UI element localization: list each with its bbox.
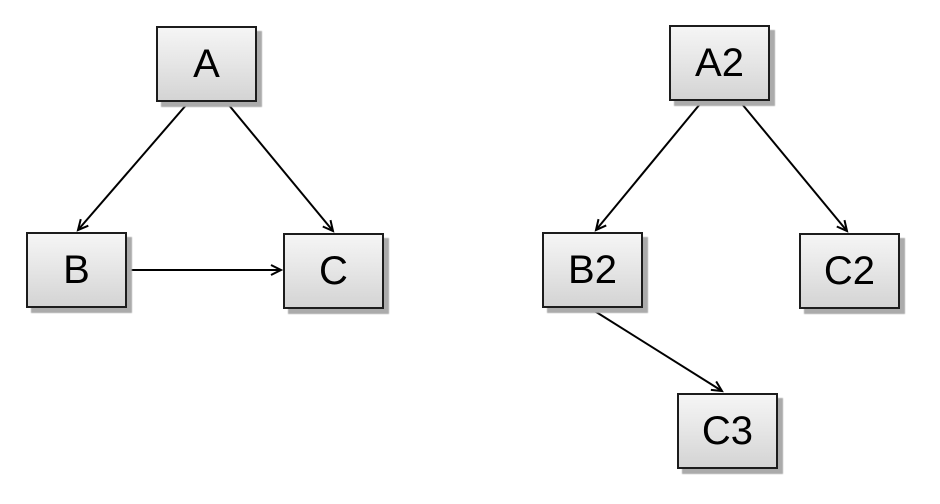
edge-A2-C2 [741, 103, 849, 233]
edge-A-C [227, 103, 335, 233]
node-A2[interactable]: A2 [669, 25, 770, 101]
edge-B2-C3 [592, 309, 724, 393]
node-C3-label: C3 [701, 409, 754, 453]
node-C-label: C [319, 249, 348, 293]
node-B[interactable]: B [26, 232, 127, 308]
node-B2[interactable]: B2 [542, 232, 643, 308]
node-B2-label: B2 [568, 248, 617, 292]
node-A2-label: A2 [695, 41, 744, 85]
node-C[interactable]: C [283, 233, 384, 309]
node-C2-label: C2 [823, 249, 876, 293]
node-C2[interactable]: C2 [799, 233, 900, 309]
edge-A2-B2 [594, 103, 701, 232]
node-A[interactable]: A [156, 26, 257, 102]
node-C3[interactable]: C3 [677, 393, 778, 469]
node-A-label: A [193, 42, 220, 86]
node-B-label: B [63, 248, 90, 292]
edge-A-B [76, 103, 188, 232]
